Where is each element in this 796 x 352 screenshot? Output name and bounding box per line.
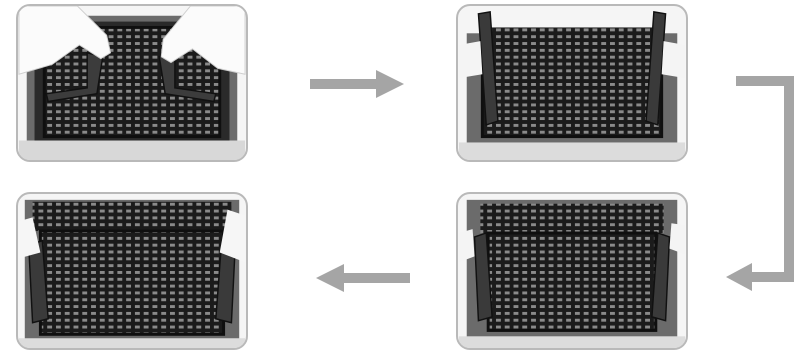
step-1-photo	[18, 6, 246, 160]
step-2-photo	[458, 6, 686, 160]
step-2-panel	[456, 4, 688, 162]
step-4-photo	[18, 194, 246, 348]
down-left-arrow	[726, 76, 796, 292]
step-1-panel	[16, 4, 248, 162]
step-3-photo	[458, 194, 686, 348]
left-arrow	[314, 262, 410, 294]
step-3-panel	[456, 192, 688, 350]
right-arrow	[310, 68, 406, 100]
step-4-panel	[16, 192, 248, 350]
